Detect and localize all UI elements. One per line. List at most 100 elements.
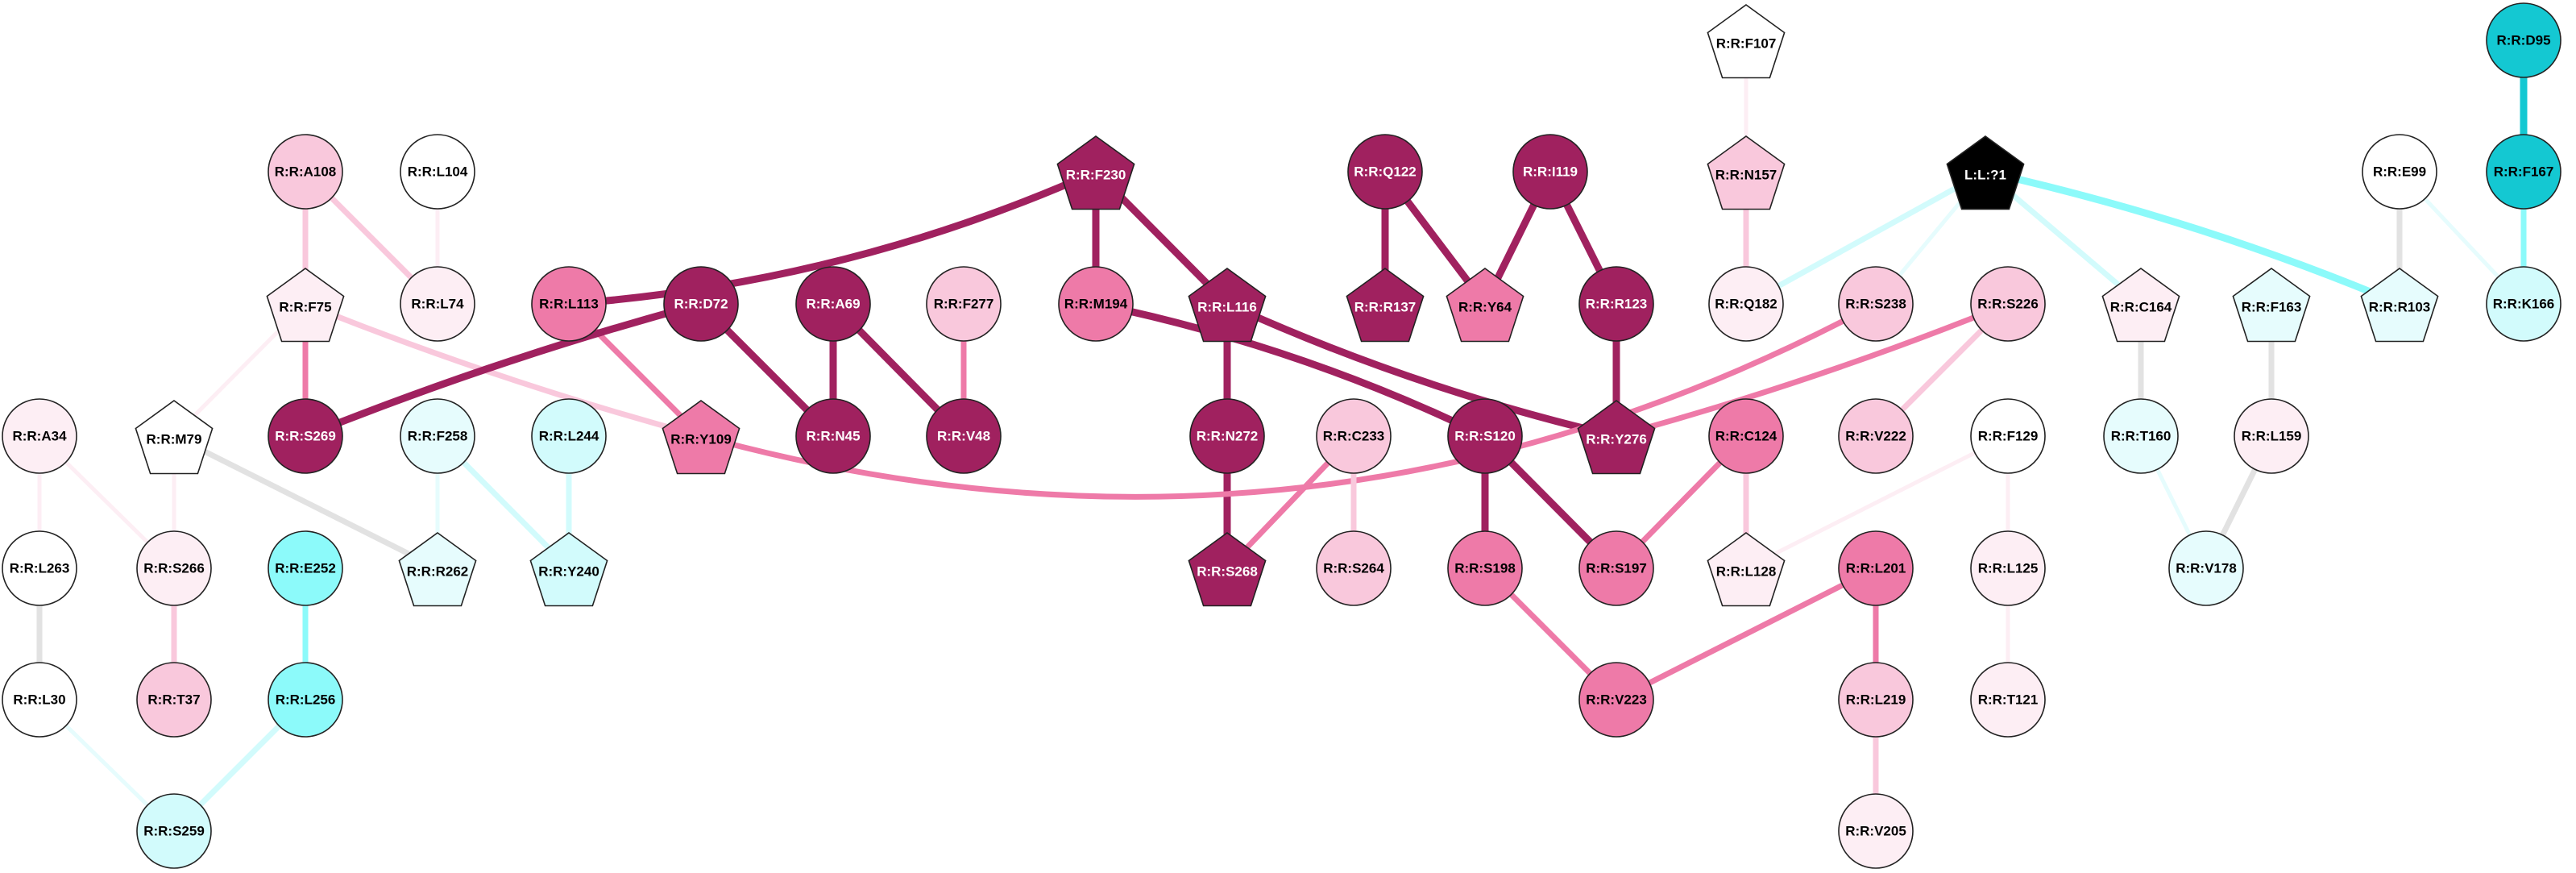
edge-lig-q182 [1743, 168, 1989, 307]
pentagon-node-shape [2360, 268, 2439, 343]
edge-l201-v223 [1613, 565, 1879, 703]
node-s198[interactable]: R:R:S198 [1447, 530, 1523, 606]
node-l219[interactable]: R:R:L219 [1838, 662, 1914, 738]
node-y276[interactable]: R:R:Y276 [1577, 400, 1656, 475]
node-a34[interactable]: R:R:A34 [2, 398, 77, 474]
node-label: R:R:T37 [147, 692, 200, 708]
node-n45[interactable]: R:R:N45 [795, 398, 871, 474]
node-r262[interactable]: R:R:R262 [398, 532, 477, 607]
circle-node-shape [1838, 793, 1914, 869]
node-v178[interactable]: R:R:V178 [2168, 530, 2244, 606]
node-label: R:R:V178 [2176, 561, 2237, 576]
node-n272[interactable]: R:R:N272 [1189, 398, 1265, 474]
node-l30[interactable]: R:R:L30 [2, 662, 77, 738]
circle-node-shape [268, 662, 343, 738]
node-y240[interactable]: R:R:Y240 [529, 532, 608, 607]
node-d72[interactable]: R:R:D72 [663, 266, 739, 342]
circle-node-shape [2, 662, 77, 738]
node-l104[interactable]: R:R:L104 [400, 134, 475, 210]
node-label: R:R:C124 [1715, 429, 1777, 444]
node-l201[interactable]: R:R:L201 [1838, 530, 1914, 606]
node-m79[interactable]: R:R:M79 [135, 400, 214, 475]
node-a108[interactable]: R:R:A108 [268, 134, 343, 210]
pentagon-node-shape [1577, 400, 1656, 475]
node-s269[interactable]: R:R:S269 [268, 398, 343, 474]
node-f129[interactable]: R:R:F129 [1970, 398, 2046, 474]
node-c124[interactable]: R:R:C124 [1708, 398, 1784, 474]
node-label: R:R:N272 [1197, 429, 1259, 444]
node-l74[interactable]: R:R:L74 [400, 266, 475, 342]
node-y64[interactable]: R:R:Y64 [1446, 268, 1524, 343]
node-c233[interactable]: R:R:C233 [1316, 398, 1392, 474]
node-s268[interactable]: R:R:S268 [1188, 532, 1267, 607]
node-s120[interactable]: R:R:S120 [1447, 398, 1523, 474]
node-f167[interactable]: R:R:F167 [2486, 134, 2561, 210]
node-r103[interactable]: R:R:R103 [2360, 268, 2439, 343]
node-r123[interactable]: R:R:R123 [1578, 266, 1654, 342]
node-e99[interactable]: R:R:E99 [2362, 134, 2437, 210]
node-v223[interactable]: R:R:V223 [1578, 662, 1654, 738]
node-lig[interactable]: L:L:?1 [1946, 135, 2025, 210]
pentagon-node-shape [1946, 135, 2025, 210]
node-s259[interactable]: R:R:S259 [136, 793, 212, 869]
node-v222[interactable]: R:R:V222 [1838, 398, 1914, 474]
node-t160[interactable]: R:R:T160 [2103, 398, 2179, 474]
node-l159[interactable]: R:R:L159 [2234, 398, 2309, 474]
node-label: R:R:L74 [411, 297, 464, 312]
node-r137[interactable]: R:R:R137 [1346, 268, 1425, 343]
node-l113[interactable]: R:R:L113 [531, 266, 607, 342]
node-label: R:R:L244 [539, 429, 599, 444]
node-label: R:R:S266 [143, 561, 205, 576]
node-v48[interactable]: R:R:V48 [926, 398, 1002, 474]
circle-node-shape [1578, 530, 1654, 606]
node-label: R:R:I119 [1523, 164, 1578, 180]
pentagon-node-shape [1707, 532, 1786, 607]
node-v205[interactable]: R:R:V205 [1838, 793, 1914, 869]
node-f163[interactable]: R:R:F163 [2232, 268, 2311, 343]
node-l256[interactable]: R:R:L256 [268, 662, 343, 738]
node-d95[interactable]: R:R:D95 [2486, 2, 2561, 78]
pentagon-node-shape [1056, 135, 1135, 210]
node-l244[interactable]: R:R:L244 [531, 398, 607, 474]
node-label: R:R:L256 [276, 692, 336, 708]
node-s266[interactable]: R:R:S266 [136, 530, 212, 606]
node-e252[interactable]: R:R:E252 [268, 530, 343, 606]
node-s264[interactable]: R:R:S264 [1316, 530, 1392, 606]
pentagon-node-shape [1707, 4, 1786, 79]
circle-node-shape [2486, 2, 2561, 78]
node-q182[interactable]: R:R:Q182 [1708, 266, 1784, 342]
node-label: R:R:C164 [2110, 300, 2172, 315]
node-t121[interactable]: R:R:T121 [1970, 662, 2046, 738]
node-f107[interactable]: R:R:F107 [1707, 4, 1786, 79]
node-y109[interactable]: R:R:Y109 [662, 400, 740, 475]
node-s197[interactable]: R:R:S197 [1578, 530, 1654, 606]
node-l128[interactable]: R:R:L128 [1707, 532, 1786, 607]
node-label: R:R:S264 [1323, 561, 1384, 576]
node-f258[interactable]: R:R:F258 [400, 398, 475, 474]
node-a69[interactable]: R:R:A69 [795, 266, 871, 342]
circle-node-shape [2, 398, 77, 474]
node-m194[interactable]: R:R:M194 [1058, 266, 1134, 342]
node-l116[interactable]: R:R:L116 [1188, 268, 1267, 343]
node-f230[interactable]: R:R:F230 [1056, 135, 1135, 210]
node-label: R:R:T160 [2111, 429, 2172, 444]
node-t37[interactable]: R:R:T37 [136, 662, 212, 738]
circle-node-shape [926, 266, 1002, 342]
node-l263[interactable]: R:R:L263 [2, 530, 77, 606]
node-label: R:R:L263 [10, 561, 70, 576]
node-label: R:R:M194 [1064, 297, 1128, 312]
node-f277[interactable]: R:R:F277 [926, 266, 1002, 342]
node-s238[interactable]: R:R:S238 [1838, 266, 1914, 342]
node-label: R:R:D95 [2496, 33, 2550, 48]
node-label: R:R:Y240 [538, 564, 599, 580]
node-l125[interactable]: R:R:L125 [1970, 530, 2046, 606]
node-f75[interactable]: R:R:F75 [266, 268, 345, 343]
node-c164[interactable]: R:R:C164 [2101, 268, 2180, 343]
node-q122[interactable]: R:R:Q122 [1347, 134, 1423, 210]
node-i119[interactable]: R:R:I119 [1512, 134, 1588, 210]
node-s226[interactable]: R:R:S226 [1970, 266, 2046, 342]
circle-node-shape [400, 134, 475, 210]
node-k166[interactable]: R:R:K166 [2486, 266, 2561, 342]
node-n157[interactable]: R:R:N157 [1707, 135, 1786, 210]
